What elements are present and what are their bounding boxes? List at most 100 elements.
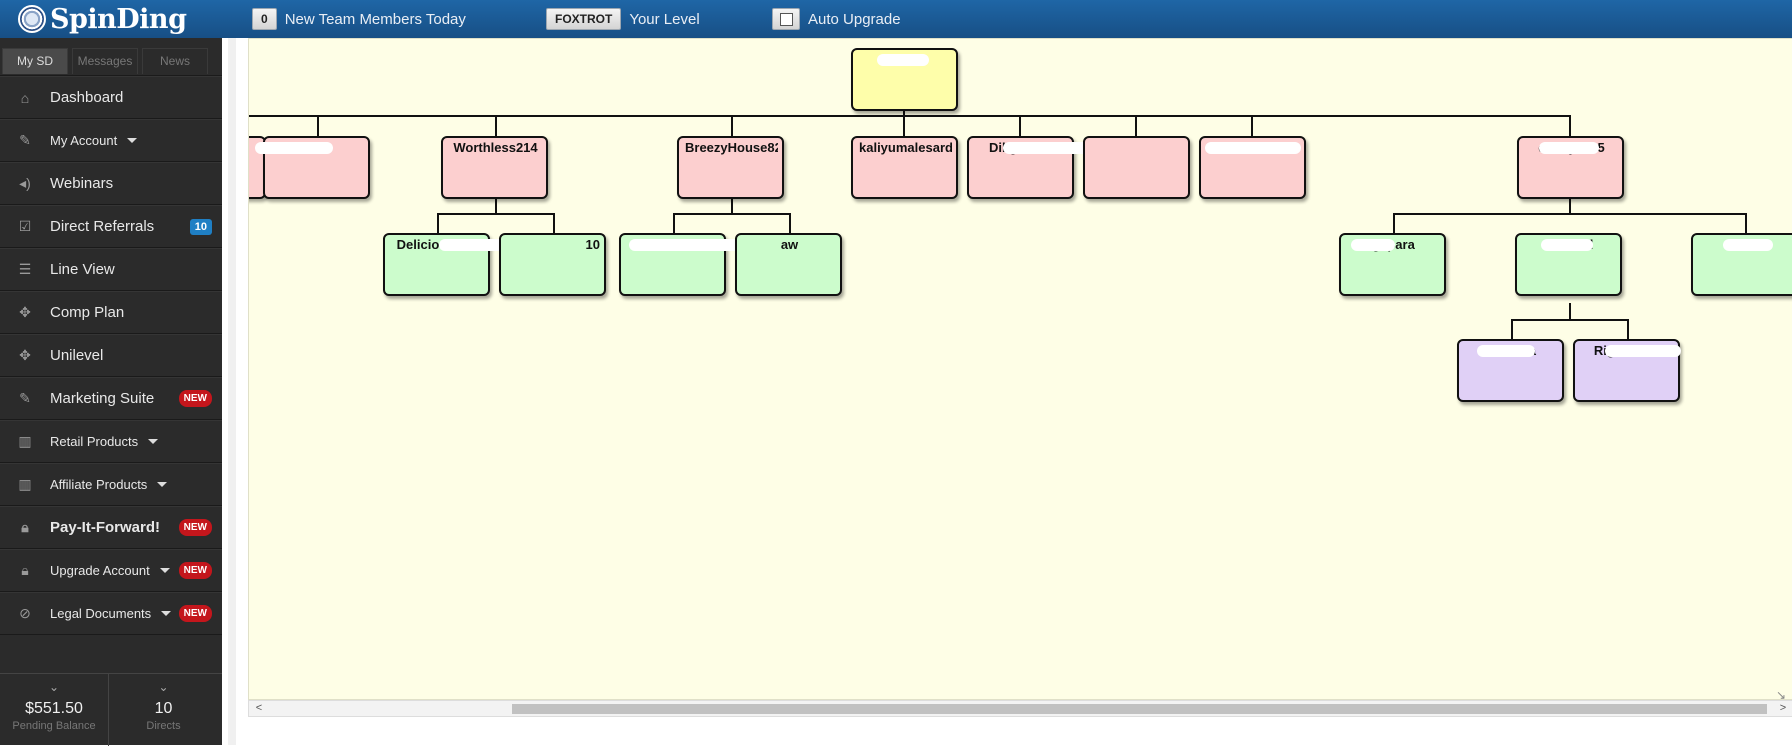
tree-node-level1[interactable]: Worthless214 bbox=[441, 136, 548, 199]
tree-node-level1[interactable] bbox=[1199, 136, 1306, 199]
redacted-label bbox=[1539, 142, 1599, 154]
tree-node-level1[interactable] bbox=[1083, 136, 1190, 199]
tree-node-level2[interactable]: Krisalid bbox=[1515, 233, 1622, 296]
auto-upgrade-label: Auto Upgrade bbox=[808, 10, 901, 28]
home-icon: ⌂ bbox=[20, 89, 30, 106]
resize-handle-icon[interactable]: ↘ bbox=[1775, 688, 1786, 702]
redacted-label bbox=[1541, 239, 1593, 251]
connector-line bbox=[317, 115, 319, 137]
sidebar-item-unilevel[interactable]: ✥ Unilevel bbox=[0, 334, 222, 377]
logo-seal-icon bbox=[18, 5, 46, 33]
logo[interactable]: SpinDing bbox=[18, 3, 187, 35]
connector-line bbox=[1019, 115, 1021, 137]
indent-list-icon: ☰ bbox=[18, 261, 32, 277]
connector-line bbox=[1569, 303, 1571, 321]
pending-balance-label: Pending Balance bbox=[12, 720, 96, 732]
tree-node-level2[interactable]: Ditz bbox=[1691, 233, 1792, 296]
redacted-label bbox=[1477, 345, 1535, 357]
connector-line bbox=[1393, 213, 1747, 215]
connector-line bbox=[1511, 319, 1513, 341]
level-indicator: FOXTROT Your Level bbox=[546, 8, 700, 30]
sidebar-item-label: Retail Products bbox=[50, 434, 139, 449]
redacted-label bbox=[1723, 239, 1773, 251]
sidebar-item-direct-referrals[interactable]: ☑ Direct Referrals 10 bbox=[0, 205, 222, 248]
sidebar-item-marketing-suite[interactable]: ✎ Marketing Suite NEW bbox=[0, 377, 222, 420]
tree-node-level1[interactable]: 204 bbox=[255, 136, 370, 199]
directs-stat[interactable]: ⌄ 10 Directs bbox=[109, 674, 218, 746]
sidebar-item-dashboard[interactable]: ⌂ Dashboard bbox=[0, 76, 222, 119]
connector-line bbox=[673, 213, 791, 215]
ban-icon: ⊘ bbox=[19, 605, 31, 621]
sidebar-item-label: My Account bbox=[50, 133, 118, 148]
connector-line bbox=[553, 213, 555, 235]
sidebar-stats: ⌄ $551.50 Pending Balance ⌄ 10 Directs bbox=[0, 673, 222, 746]
sidebar-item-label: Dashboard bbox=[50, 89, 124, 106]
tree-node-level3[interactable]: Rightsided bbox=[1573, 339, 1681, 402]
scroll-right-arrow-icon[interactable]: > bbox=[1779, 702, 1787, 714]
vertical-divider bbox=[228, 38, 236, 745]
node-label: kaliyumalesardin bbox=[859, 140, 952, 155]
genealogy-tree[interactable]: 204 Worthless214 BreezyHouse826 kaliyuma… bbox=[248, 38, 1792, 700]
pending-balance-value: $551.50 bbox=[25, 700, 83, 717]
edit-icon: ✎ bbox=[19, 132, 31, 148]
tree-node-level1[interactable]: BreezyHouse826 bbox=[677, 136, 784, 199]
top-bar: SpinDing 0 New Team Members Today FOXTRO… bbox=[0, 0, 1792, 38]
tab-news[interactable]: News bbox=[142, 47, 208, 74]
tree-node-level1[interactable]: dataly0105 bbox=[1517, 136, 1624, 199]
connector-line bbox=[495, 197, 497, 215]
horizontal-scrollbar[interactable]: < > bbox=[248, 700, 1792, 717]
tree-node-level2[interactable]: 10 bbox=[499, 233, 606, 296]
connector-line bbox=[1627, 319, 1629, 341]
level-label: Your Level bbox=[629, 10, 700, 28]
move-icon: ✥ bbox=[19, 304, 31, 320]
tree-node-level2[interactable]: DeliciousCali bbox=[383, 233, 549, 296]
connector-line bbox=[1569, 197, 1571, 215]
connector-line bbox=[731, 115, 733, 137]
chevron-down-icon bbox=[161, 611, 172, 616]
scroll-left-arrow-icon[interactable]: < bbox=[255, 702, 263, 714]
sidebar-item-comp-plan[interactable]: ✥ Comp Plan bbox=[0, 291, 222, 334]
sidebar-item-upgrade-account[interactable]: 🔒︎ Upgrade Account NEW bbox=[0, 549, 222, 592]
redacted-label bbox=[877, 54, 929, 66]
chevron-down-icon bbox=[157, 482, 168, 487]
main-content: 204 Worthless214 BreezyHouse826 kaliyuma… bbox=[222, 38, 1792, 745]
scrollbar-thumb[interactable] bbox=[512, 704, 1767, 714]
tree-node-level2[interactable] bbox=[619, 233, 779, 296]
edit-icon: ✎ bbox=[19, 390, 31, 406]
connector-line bbox=[1511, 319, 1629, 321]
pending-balance-stat[interactable]: ⌄ $551.50 Pending Balance bbox=[0, 674, 109, 746]
tree-node-root[interactable] bbox=[851, 48, 958, 111]
node-label: BreezyHouse826 bbox=[685, 140, 778, 155]
sidebar-item-label: Webinars bbox=[50, 175, 114, 192]
connector-line bbox=[1251, 115, 1253, 137]
tree-node-level1[interactable]: DiligentRo bbox=[967, 136, 1173, 199]
node-label: 10 bbox=[585, 237, 600, 252]
tree-node-level2[interactable]: gspara bbox=[1339, 233, 1446, 296]
auto-upgrade-checkbox[interactable] bbox=[772, 8, 800, 30]
sidebar-item-legal-documents[interactable]: ⊘ Legal Documents NEW bbox=[0, 592, 222, 635]
tab-messages[interactable]: Messages bbox=[72, 47, 138, 74]
sidebar-item-pay-it-forward[interactable]: 🔒︎ Pay-It-Forward! NEW bbox=[0, 506, 222, 549]
connector-line bbox=[437, 213, 439, 235]
new-members-label: New Team Members Today bbox=[284, 10, 466, 28]
tree-node-level1[interactable]: kaliyumalesardin bbox=[851, 136, 958, 199]
referrals-count-badge: 10 bbox=[189, 218, 212, 235]
tree-node-level3[interactable]: Tomada bbox=[1457, 339, 1564, 402]
sidebar-item-label: Marketing Suite bbox=[50, 390, 155, 407]
sidebar-item-line-view[interactable]: ☰ Line View bbox=[0, 248, 222, 291]
sidebar-item-webinars[interactable]: ◂) Webinars bbox=[0, 162, 222, 205]
connector-line bbox=[903, 115, 905, 137]
brand-name: SpinDing bbox=[50, 3, 187, 35]
tab-my-sd[interactable]: My SD bbox=[2, 47, 68, 74]
tree-node-level2[interactable]: aw bbox=[735, 233, 842, 296]
redacted-label bbox=[255, 142, 333, 154]
auto-upgrade-toggle[interactable]: Auto Upgrade bbox=[772, 8, 901, 30]
sidebar-tabs: My SD Messages News bbox=[0, 38, 222, 76]
sidebar-item-label: Pay-It-Forward! bbox=[50, 519, 161, 536]
sidebar-item-affiliate-products[interactable]: ▥ Affiliate Products bbox=[0, 463, 222, 506]
level-badge: FOXTROT bbox=[546, 8, 622, 30]
sidebar-item-label: Affiliate Products bbox=[50, 477, 148, 492]
sidebar-item-retail-products[interactable]: ▥ Retail Products bbox=[0, 420, 222, 463]
barcode-icon: ▥ bbox=[18, 433, 32, 449]
sidebar-item-my-account[interactable]: ✎ My Account bbox=[0, 119, 222, 162]
